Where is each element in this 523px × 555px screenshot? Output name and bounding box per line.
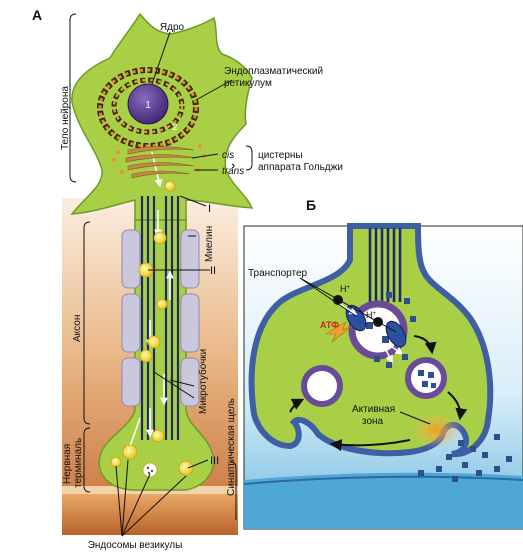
transporter-label: Транспортер — [248, 268, 308, 279]
transporter-protein — [385, 320, 407, 348]
postsynaptic-membrane-line — [243, 475, 523, 485]
vesicle — [147, 335, 161, 349]
nerve-terminal-label-line2: терминаль — [73, 438, 84, 488]
active-zone-label-line1: Активная — [352, 404, 395, 415]
pointer-lines-b — [299, 277, 431, 425]
golgi-label-line2: аппарата Гольджи — [258, 162, 343, 173]
er-label-line1: Эндоплазматический — [224, 66, 323, 77]
pointer-lines — [115, 31, 233, 537]
myelin-label: Миелин — [204, 226, 215, 262]
roman-2-marker: II — [210, 265, 216, 277]
myelin-segment — [180, 229, 200, 289]
myelin-segment — [121, 293, 141, 353]
active-zone-label-line2: зона — [362, 416, 384, 427]
vesicle — [110, 456, 122, 468]
transport-vesicles — [110, 180, 194, 476]
myelin-segment — [121, 229, 141, 289]
marker-1: 1 — [145, 100, 151, 111]
roman-1-marker: I — [208, 203, 211, 215]
active-zone-glow — [410, 412, 462, 448]
filled-vesicle — [405, 357, 447, 399]
panel-b: Б Транспортер H+ H+ АТФ Активная зона — [243, 197, 523, 530]
vesicle — [156, 298, 168, 310]
microtubules-b — [368, 228, 402, 302]
transport-path-arrows — [339, 303, 404, 364]
empty-vesicle — [301, 365, 343, 407]
axon-label: Аксон — [72, 315, 83, 342]
er-ring-inner-fill — [112, 78, 184, 134]
vesicle — [151, 429, 165, 443]
marker-2: 2 — [172, 122, 177, 132]
cycle-arrows — [289, 335, 468, 451]
vesicle — [178, 460, 194, 476]
golgi-apparatus — [125, 146, 197, 179]
atp-label: АТФ — [320, 320, 339, 330]
neuron-body-label: Тело нейрона — [60, 86, 71, 150]
postsynaptic-membrane — [244, 472, 523, 529]
golgi-trans-label: trans — [222, 166, 244, 177]
er-ring-outer-fill — [98, 68, 198, 148]
myelin-segment — [121, 357, 141, 407]
vesicle — [139, 349, 153, 363]
golgi-vesicles — [112, 144, 206, 174]
golgi-cis-label: cis — [222, 150, 234, 161]
endosome — [142, 462, 158, 478]
roman-3-marker: III — [210, 455, 219, 467]
synaptic-cleft-label: Синаптическая щель — [226, 398, 237, 496]
panel-a: 1 2 — [32, 7, 343, 551]
myelin-segment — [180, 293, 200, 353]
vesicle — [122, 444, 138, 460]
microtubules-label: Микротубочки — [197, 349, 209, 414]
vesicle — [153, 231, 167, 245]
transporter-proteins — [345, 304, 407, 348]
h-plus-label-2: H+ — [366, 310, 377, 320]
endosomes-vesicles-label: Эндосомы везикулы — [88, 540, 183, 551]
vesicle — [164, 180, 176, 192]
brackets — [69, 13, 253, 520]
transmitter-molecules — [374, 292, 512, 482]
panel-a-label: А — [32, 7, 42, 23]
panel-b-label: Б — [306, 197, 316, 213]
terminal-bottom-band — [62, 494, 238, 535]
nerve-terminal-label-line1: Нервная — [62, 444, 73, 484]
er-label-line2: ретикулум — [224, 78, 272, 89]
nucleus-label: Ядро — [160, 22, 185, 33]
atp-bolt-icon — [324, 321, 353, 343]
endoplasmic-reticulum — [97, 67, 199, 149]
h-plus-label-1: H+ — [340, 284, 351, 294]
golgi-label-line1: цистерны — [258, 150, 303, 161]
myelin-segment — [180, 357, 200, 407]
myelin-sheath — [121, 229, 200, 407]
nucleus — [127, 83, 169, 125]
